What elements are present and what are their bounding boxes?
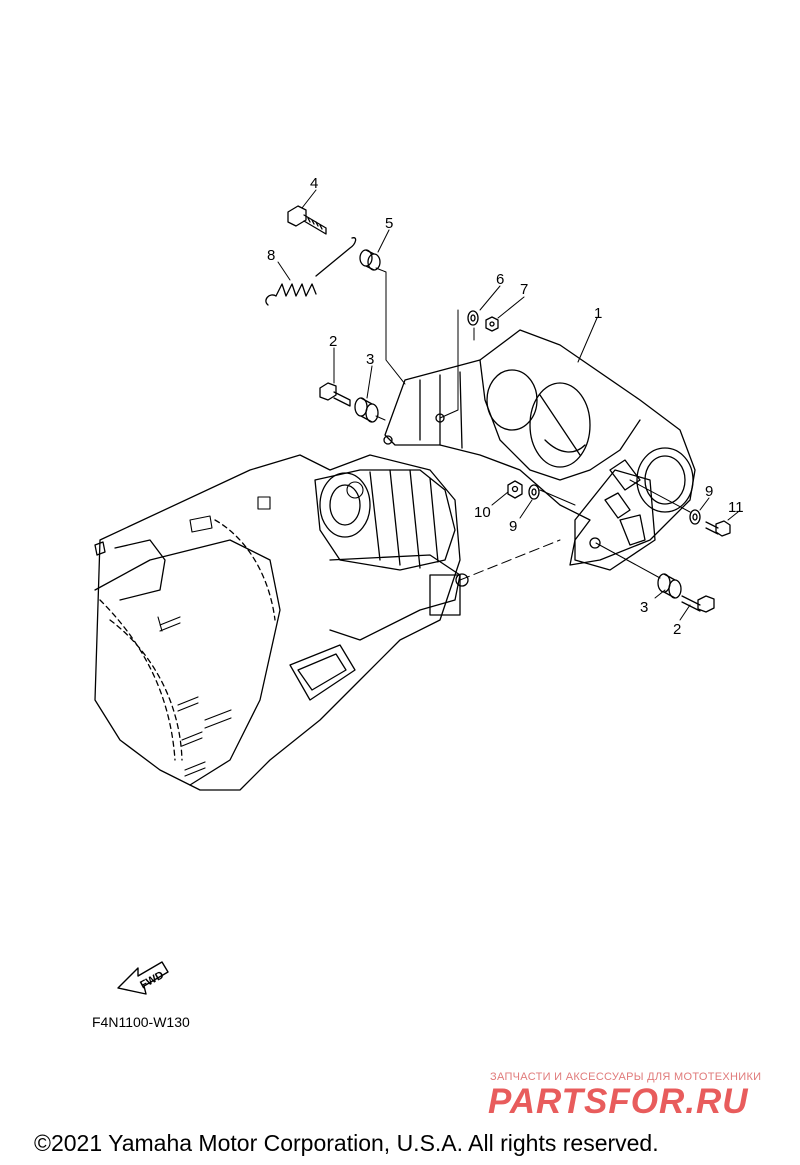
leader-lines	[277, 189, 739, 621]
callout-4: 4	[310, 175, 318, 192]
callout-9-middle: 9	[509, 518, 517, 535]
callout-6: 6	[496, 271, 504, 288]
callout-2: 2	[329, 333, 337, 350]
parts-diagram: 1 2 3 4 5 6 7 8 9 10 9 11 3 2 FWD	[94, 175, 744, 995]
part-4-bolt	[287, 205, 327, 235]
pump-housing-assembly	[94, 454, 469, 791]
callout-1: 1	[594, 305, 602, 322]
watermark-logo: PARTSFOR.RU	[488, 1082, 749, 1121]
callout-8: 8	[267, 247, 275, 264]
part-9-washer-middle	[528, 484, 540, 500]
fwd-arrow: FWD	[117, 961, 169, 995]
callout-3: 3	[366, 351, 374, 368]
callout-10: 10	[474, 504, 491, 521]
part-8-spring	[265, 237, 357, 306]
callout-2-right: 2	[673, 621, 681, 638]
callout-11: 11	[728, 499, 744, 516]
part-7-nut	[485, 316, 499, 332]
reference-code: F4N1100-W130	[92, 1014, 190, 1030]
part-5-collar	[359, 249, 381, 271]
assembly-lines	[375, 267, 691, 581]
fwd-label: FWD	[138, 969, 166, 991]
callout-3-right: 3	[640, 599, 648, 616]
watermark-tagline: ЗАПЧАСТИ И АКСЕССУАРЫ ДЛЯ МОТОТЕХНИКИ	[490, 1071, 762, 1083]
part-3-collar-right	[657, 573, 682, 599]
callout-5: 5	[385, 215, 393, 232]
callout-7: 7	[520, 281, 528, 298]
callout-labels: 1 2 3 4 5 6 7 8 9 10 9 11 3 2	[267, 175, 744, 638]
part-11-bolt	[705, 520, 731, 537]
part-10-nut	[507, 480, 523, 499]
part-9-washer-right	[689, 509, 701, 525]
callout-9-right: 9	[705, 483, 713, 500]
part-1-nozzle-bracket	[383, 329, 696, 571]
copyright-notice: ©2021 Yamaha Motor Corporation, U.S.A. A…	[34, 1130, 659, 1156]
part-2-bolt-left	[319, 382, 351, 407]
part-6-washer	[467, 310, 479, 326]
part-3-collar-left	[354, 397, 379, 423]
part-2-bolt-right	[681, 595, 715, 613]
